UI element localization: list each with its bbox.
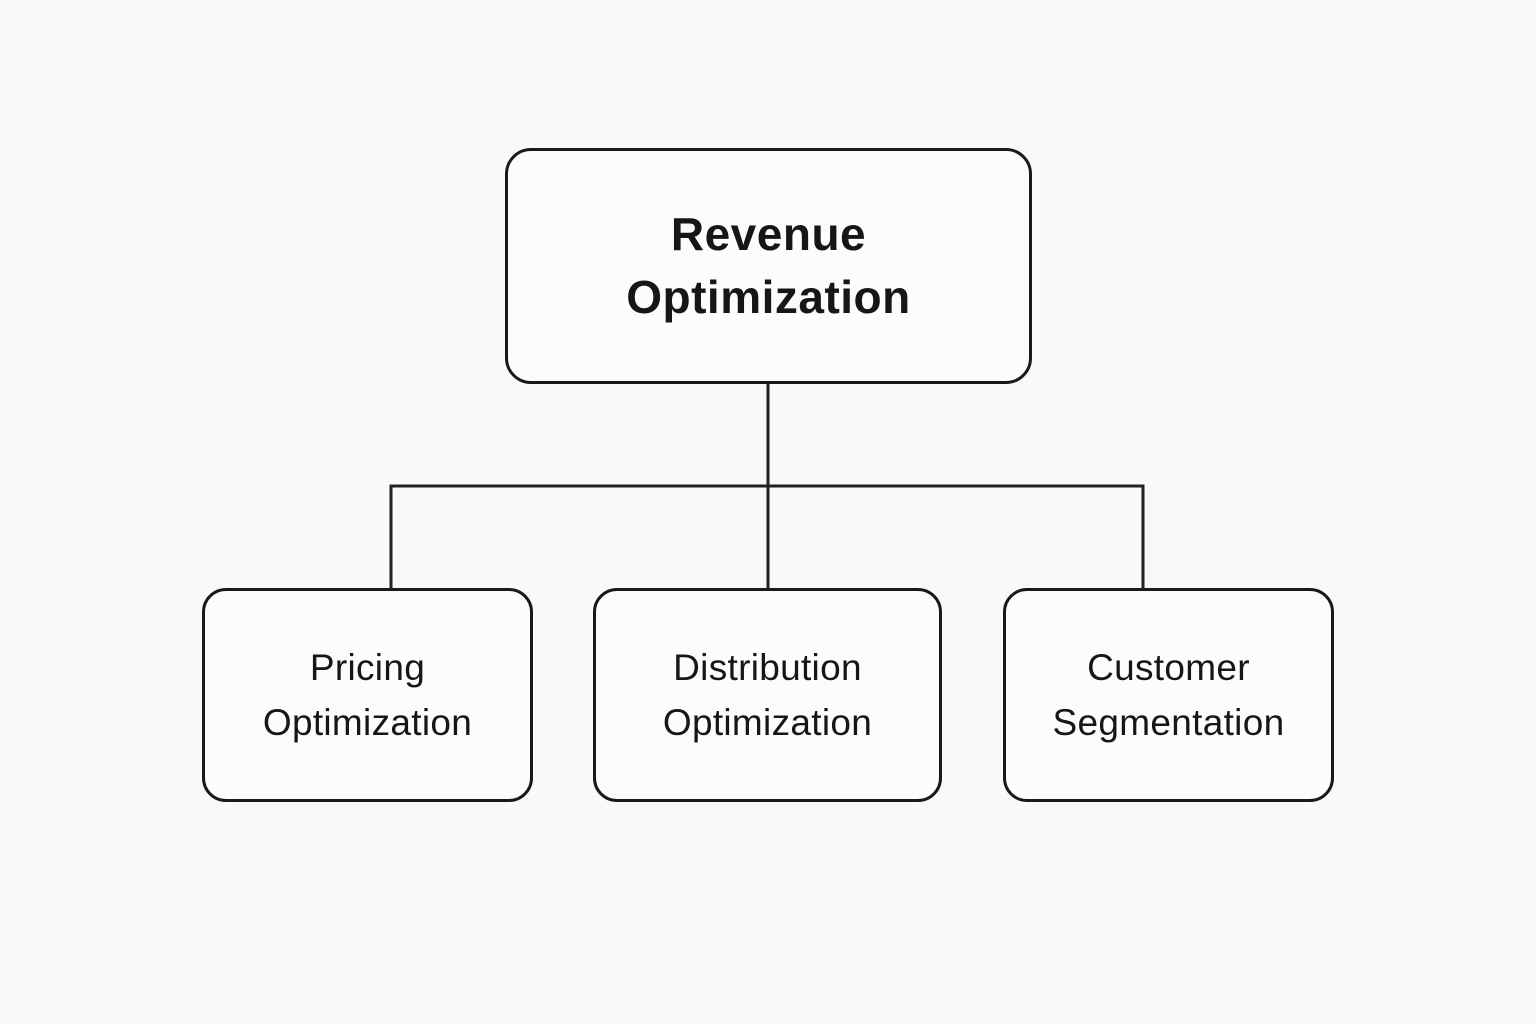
node-revenue-optimization: Revenue Optimization <box>505 148 1032 384</box>
node-distribution-optimization: Distribution Optimization <box>593 588 942 802</box>
node-pricing-optimization: Pricing Optimization <box>202 588 533 802</box>
node-customer-segmentation-label: Customer Segmentation <box>1052 646 1285 744</box>
node-revenue-optimization-label: Revenue Optimization <box>626 207 911 323</box>
node-distribution-optimization-label: Distribution Optimization <box>662 646 873 744</box>
node-pricing-optimization-label: Pricing Optimization <box>262 646 473 744</box>
node-customer-segmentation: Customer Segmentation <box>1003 588 1334 802</box>
